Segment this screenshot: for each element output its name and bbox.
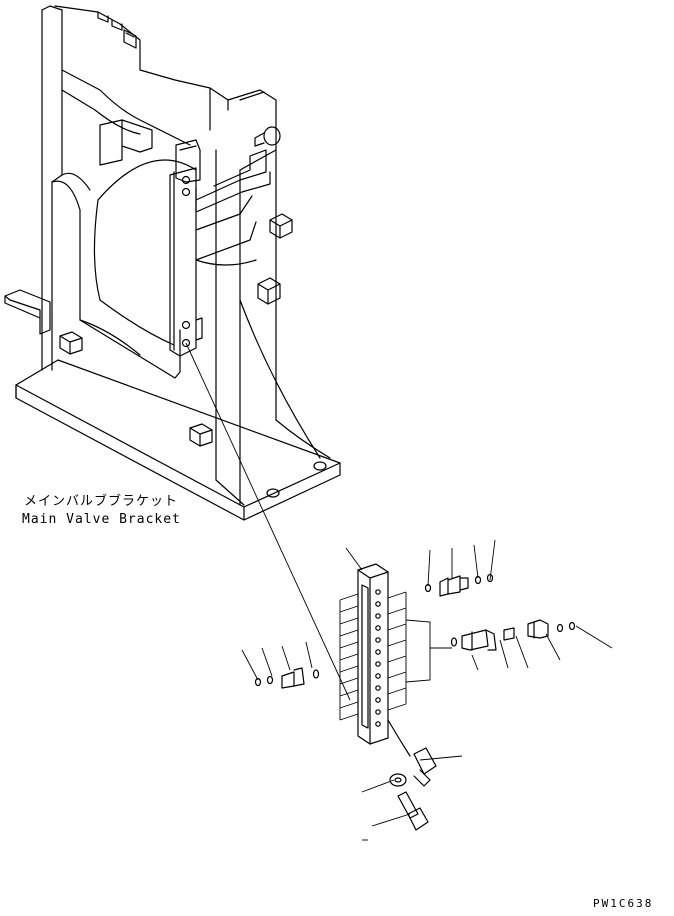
bolt: [397, 791, 429, 831]
valve-block: [339, 563, 407, 745]
fitting-right-chain: [450, 619, 576, 651]
fitting-left: [254, 667, 320, 689]
part-label-en: Main Valve Bracket: [22, 512, 181, 527]
fitting-top-right: [424, 573, 494, 597]
washer: [389, 773, 407, 787]
leader-lines: [241, 539, 613, 841]
fitting-bottom-elbow: [387, 719, 437, 787]
leader-line-bracket: [185, 342, 351, 701]
drawing-code: PW1C638: [593, 897, 654, 910]
valve-block-ports: [375, 589, 381, 727]
part-label-jp: メインバルブブラケット: [24, 494, 179, 509]
main-valve-bracket: [4, 5, 341, 521]
